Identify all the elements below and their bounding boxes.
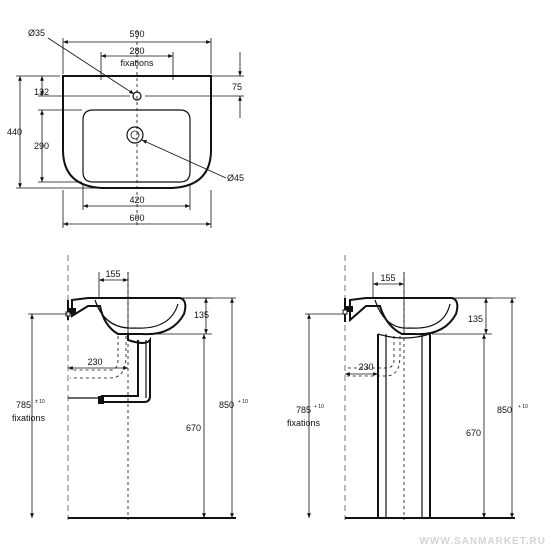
full-pedestal bbox=[377, 334, 431, 518]
half-pedestal bbox=[101, 334, 151, 403]
left-dim-670: 670 bbox=[186, 423, 201, 433]
dim-590: 590 bbox=[129, 29, 144, 39]
basin-bowl-top bbox=[82, 109, 191, 183]
dim-420: 420 bbox=[129, 195, 144, 205]
right-dim-785: 785 bbox=[296, 405, 311, 415]
drain-hole bbox=[126, 126, 144, 144]
dim-d45: Ø45 bbox=[227, 173, 244, 183]
left-dim-135: 135 bbox=[194, 310, 209, 320]
dim-132: 132 bbox=[34, 87, 49, 97]
dim-290: 290 bbox=[34, 141, 49, 151]
right-tol-785: + 10 bbox=[314, 404, 324, 410]
dim-280: 280 bbox=[129, 46, 144, 56]
right-tol-850: + 10 bbox=[518, 404, 528, 410]
drain-hole-inner bbox=[130, 130, 140, 140]
left-dim-155: 155 bbox=[105, 269, 120, 279]
left-fixations-label: fixations bbox=[12, 413, 46, 423]
right-fixations-label: fixations bbox=[287, 418, 321, 428]
right-dim-670: 670 bbox=[466, 428, 481, 438]
watermark: WWW.SANMARKET.RU bbox=[419, 536, 546, 547]
fixations-label-top: fixations bbox=[120, 58, 154, 68]
right-dim-850: 850 bbox=[497, 405, 512, 415]
dim-600: 600 bbox=[129, 213, 144, 223]
basin-profile-left bbox=[71, 297, 187, 336]
left-tol-850: + 10 bbox=[238, 399, 248, 405]
basin-outline-top bbox=[62, 75, 212, 189]
left-tol-785: ± 10 bbox=[35, 399, 45, 405]
dim-440: 440 bbox=[7, 127, 22, 137]
right-dim-135: 135 bbox=[468, 314, 483, 324]
left-dim-785: 785 bbox=[16, 400, 31, 410]
right-dim-155: 155 bbox=[380, 273, 395, 283]
side-view-half-pedestal: 155 135 230 785 ± 10 fixations 670 850 +… bbox=[12, 255, 248, 520]
left-dim-230: 230 bbox=[87, 357, 102, 367]
side-view-full-pedestal: 155 135 230 785 + 10 fixations 670 850 +… bbox=[287, 255, 528, 520]
dim-75: 75 bbox=[232, 82, 242, 92]
right-dim-230: 230 bbox=[358, 362, 373, 372]
left-dim-850: 850 bbox=[219, 400, 234, 410]
dim-d35: Ø35 bbox=[28, 28, 45, 38]
top-view: 590 280 fixations Ø35 440 132 290 75 Ø45 bbox=[7, 28, 244, 228]
